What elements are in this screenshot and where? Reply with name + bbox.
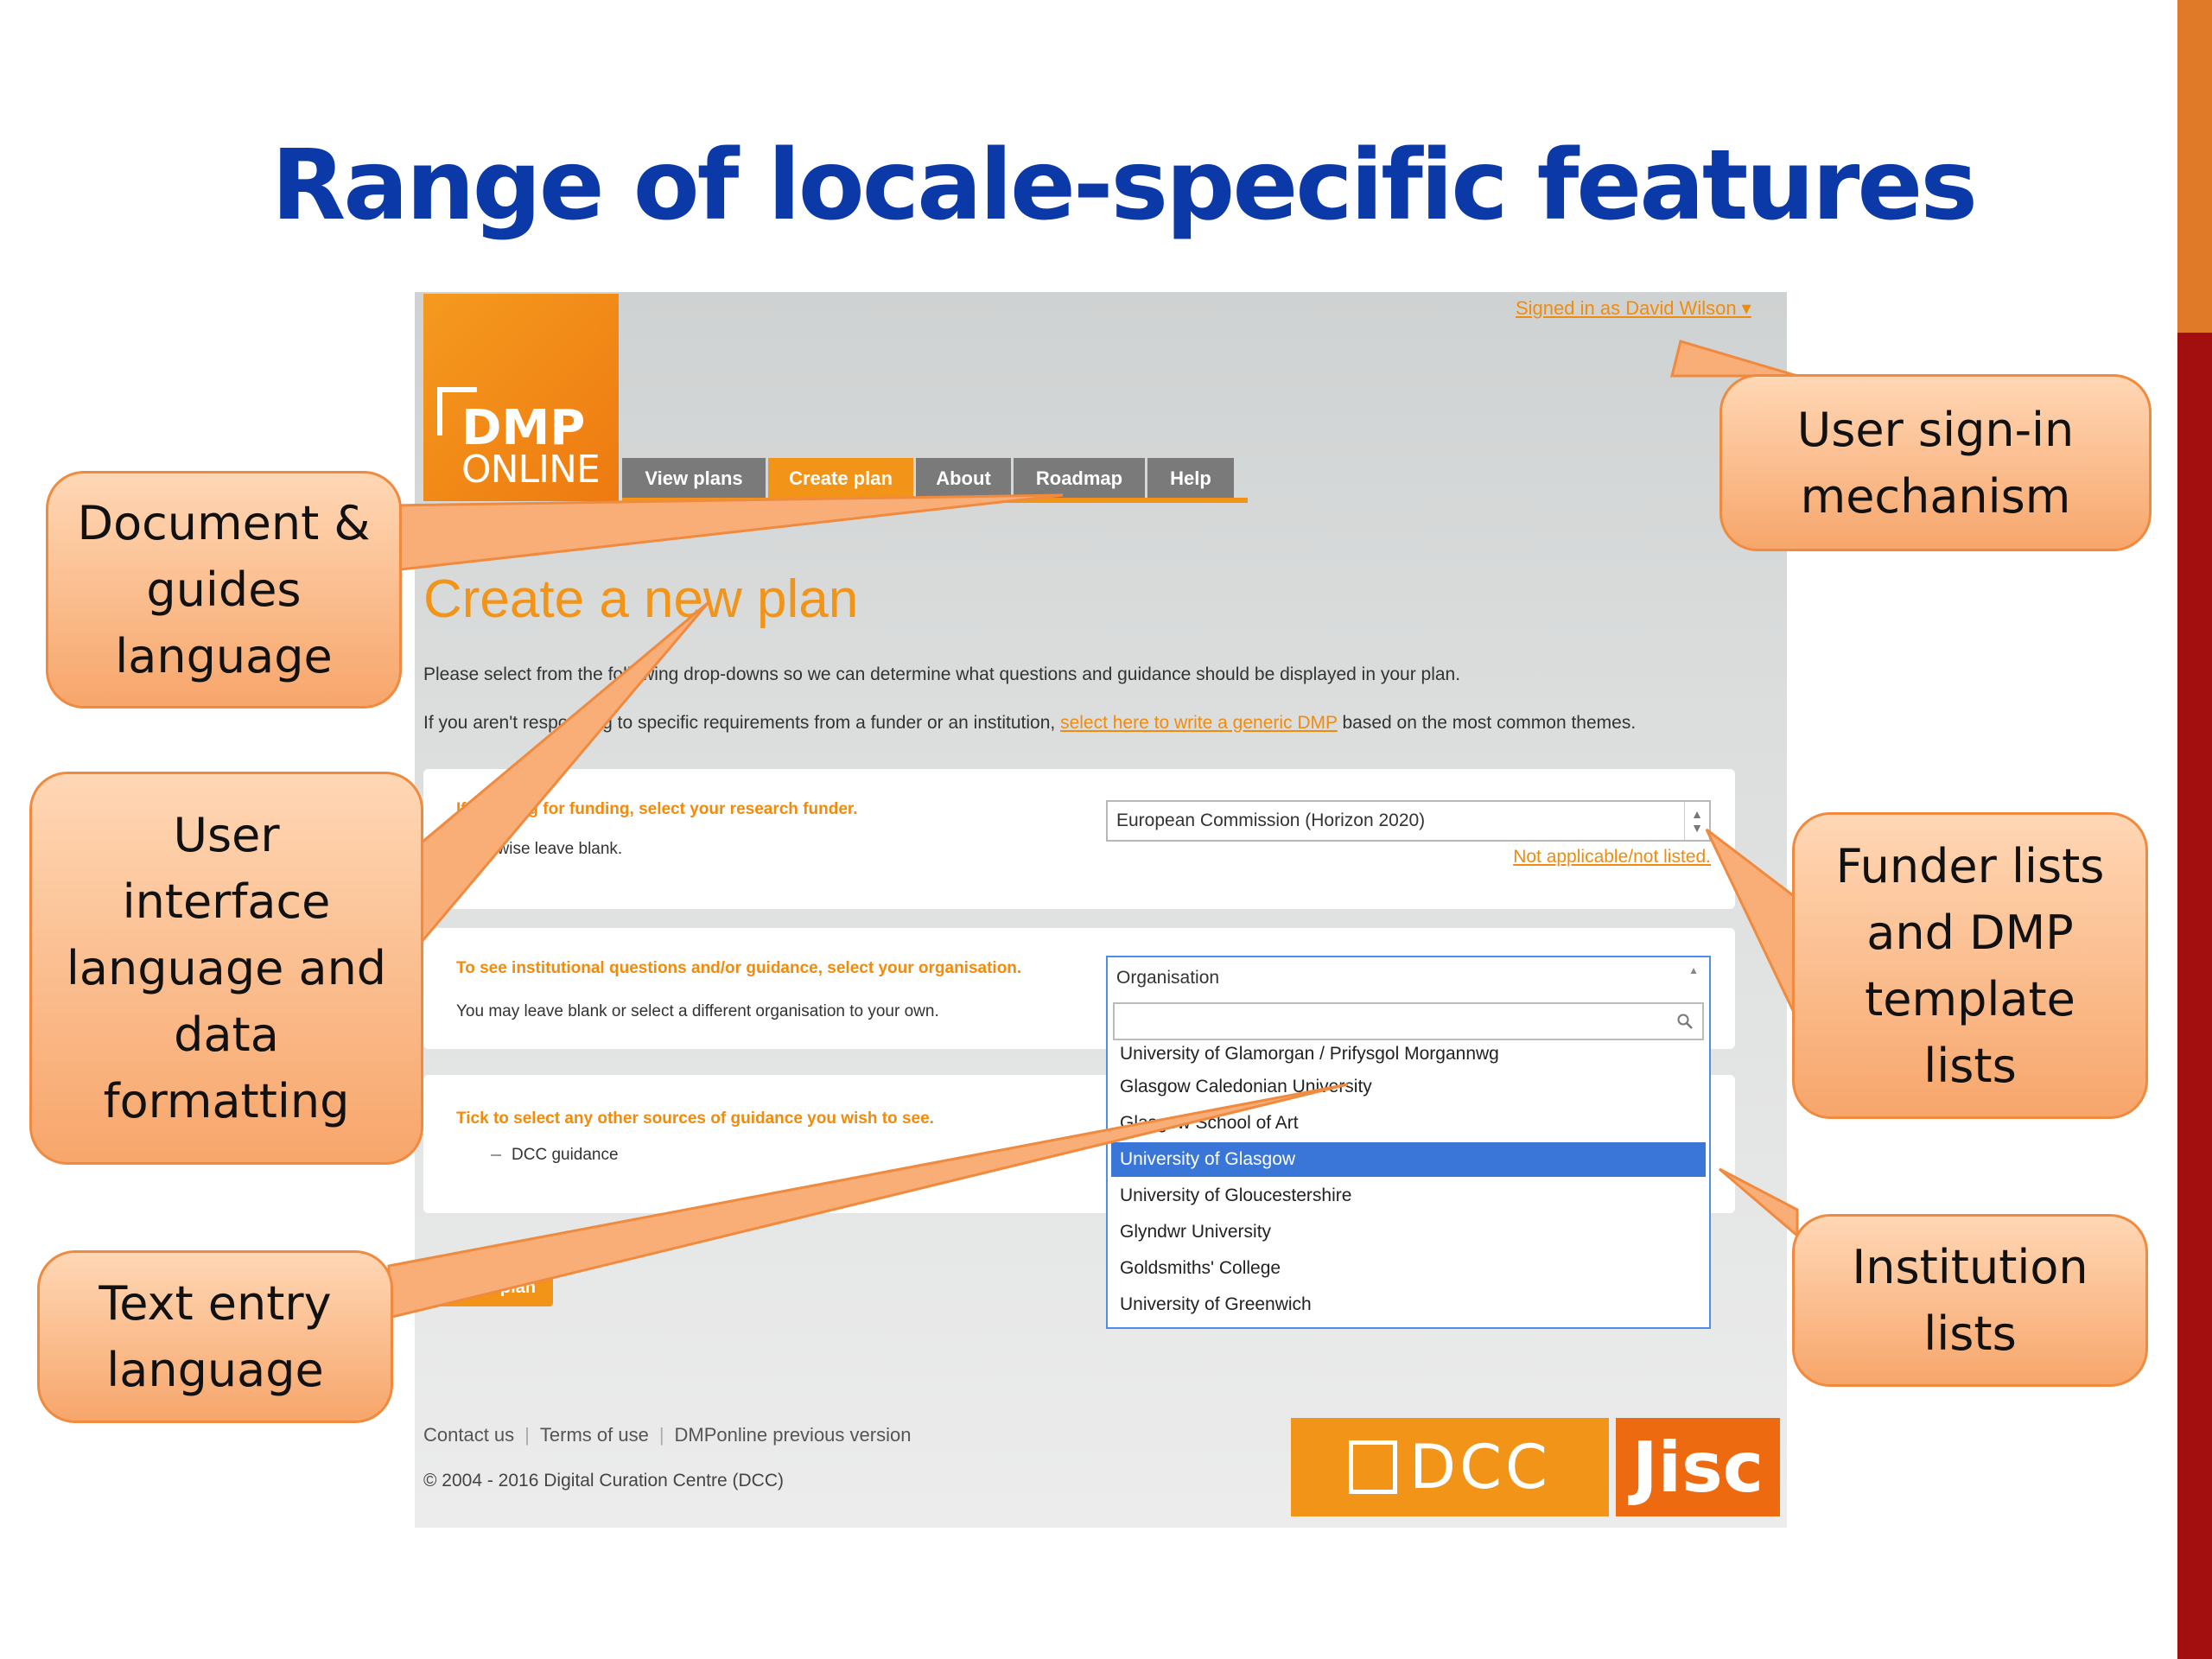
dropdown-option[interactable]: University of Greenwich xyxy=(1120,1294,1312,1314)
generic-dmp-link[interactable]: select here to write a generic DMP xyxy=(1060,713,1338,733)
dropdown-option-highlighted[interactable]: University of Glasgow xyxy=(1111,1142,1706,1177)
search-icon xyxy=(1677,1014,1693,1029)
slide-accent-bar-bottom xyxy=(2177,333,2212,1659)
logo-subtext: ONLINE xyxy=(461,448,601,492)
pointer-institution-lists xyxy=(1719,1167,1799,1239)
footer-links: Contact us | Terms of use | DMPonline previo… xyxy=(423,1424,911,1446)
funder-label: If applying for funding, select your res… xyxy=(456,800,858,818)
dmponline-logo[interactable]: DMP ONLINE xyxy=(423,294,619,501)
select-arrow-icon: ▲▼ xyxy=(1684,802,1709,840)
footer-previous-version-link[interactable]: DMPonline previous version xyxy=(674,1424,912,1446)
dcc-logo-icon xyxy=(1349,1440,1398,1494)
footer-separator: | xyxy=(658,1424,664,1446)
organisation-help: You may leave blank or select a differen… xyxy=(456,1002,939,1020)
dcc-logo[interactable]: DCC xyxy=(1291,1418,1609,1516)
nav-roadmap[interactable]: Roadmap xyxy=(1014,458,1145,499)
pointer-document-language xyxy=(391,493,1064,572)
callout-funder-lists: Funder lists and DMP template lists xyxy=(1792,812,2148,1119)
pointer-funder-lists xyxy=(1705,828,1799,1020)
callout-document-language: Document & guides language xyxy=(46,471,402,709)
dmp-logo-icon xyxy=(437,387,477,435)
callout-funder-lists-text: Funder lists and DMP template lists xyxy=(1835,838,2105,1093)
callout-user-signin-text: User sign-in mechanism xyxy=(1796,402,2075,524)
footer-terms-link[interactable]: Terms of use xyxy=(539,1424,649,1446)
dcc-logo-text: DCC xyxy=(1409,1432,1551,1503)
guidance-option: DCC guidance xyxy=(512,1146,619,1164)
callout-institution-lists: Institution lists xyxy=(1792,1214,2148,1387)
guidance-checkbox[interactable] xyxy=(491,1154,501,1156)
nav-about[interactable]: About xyxy=(916,458,1011,499)
funder-not-applicable-link[interactable]: Not applicable/not listed. xyxy=(1513,847,1711,867)
organisation-dropdown[interactable]: Organisation ▲ University of Glamorgan /… xyxy=(1106,956,1711,1329)
organisation-search-input[interactable] xyxy=(1113,1002,1704,1040)
nav-create-plan[interactable]: Create plan xyxy=(768,458,913,499)
organisation-select-header[interactable]: Organisation ▲ xyxy=(1108,957,1709,999)
footer-separator: | xyxy=(524,1424,530,1446)
jisc-logo[interactable]: Jisc xyxy=(1616,1418,1780,1516)
dropdown-option[interactable]: Glyndwr University xyxy=(1120,1222,1272,1242)
callout-institution-lists-text: Institution lists xyxy=(1852,1240,2088,1361)
copyright: © 2004 - 2016 Digital Curation Centre (D… xyxy=(423,1471,784,1491)
dropdown-option[interactable]: University of Gloucestershire xyxy=(1120,1185,1352,1205)
nav-help[interactable]: Help xyxy=(1147,458,1234,499)
page-title: Create a new plan xyxy=(423,569,859,629)
generic-dmp-suffix: based on the most common themes. xyxy=(1337,713,1637,733)
organisation-label: To see institutional questions and/or gu… xyxy=(456,959,1022,977)
intro-text: Please select from the following drop-do… xyxy=(423,664,1461,684)
callout-text-entry: Text entry language xyxy=(37,1250,393,1423)
dmponline-screenshot: DMP ONLINE Signed in as David Wilson ▾ V… xyxy=(415,292,1787,1528)
callout-ui-language: User interface language and data formatt… xyxy=(29,772,423,1165)
slide-title: Range of locale-specific features xyxy=(271,130,1978,242)
logo-text: DMP xyxy=(461,400,586,456)
callout-user-signin: User sign-in mechanism xyxy=(1719,374,2152,551)
nav-view-plans[interactable]: View plans xyxy=(622,458,766,499)
dropdown-option[interactable]: Goldsmiths' College xyxy=(1120,1258,1281,1278)
pointer-ui-language xyxy=(420,601,710,946)
slide-accent-bar-top xyxy=(2177,0,2212,333)
chevron-up-icon: ▲ xyxy=(1688,964,1699,976)
pointer-text-entry xyxy=(387,1083,1349,1319)
callout-text-entry-text: Text entry language xyxy=(99,1276,332,1397)
signed-in-menu[interactable]: Signed in as David Wilson ▾ xyxy=(1516,297,1751,319)
organisation-placeholder: Organisation xyxy=(1116,968,1220,988)
guidance-label: Tick to select any other sources of guid… xyxy=(456,1109,934,1128)
callout-ui-language-text: User interface language and data formatt… xyxy=(66,808,387,1128)
pointer-user-signin xyxy=(1670,340,1798,378)
funder-panel: If applying for funding, select your res… xyxy=(423,769,1735,909)
callout-document-language-text: Document & guides language xyxy=(77,496,371,683)
footer-contact-link[interactable]: Contact us xyxy=(423,1424,515,1446)
dropdown-option[interactable]: University of Glamorgan / Prifysgol Morg… xyxy=(1120,1044,1499,1064)
funder-select[interactable]: European Commission (Horizon 2020) ▲▼ xyxy=(1106,800,1711,842)
funder-selected-value: European Commission (Horizon 2020) xyxy=(1116,810,1426,830)
